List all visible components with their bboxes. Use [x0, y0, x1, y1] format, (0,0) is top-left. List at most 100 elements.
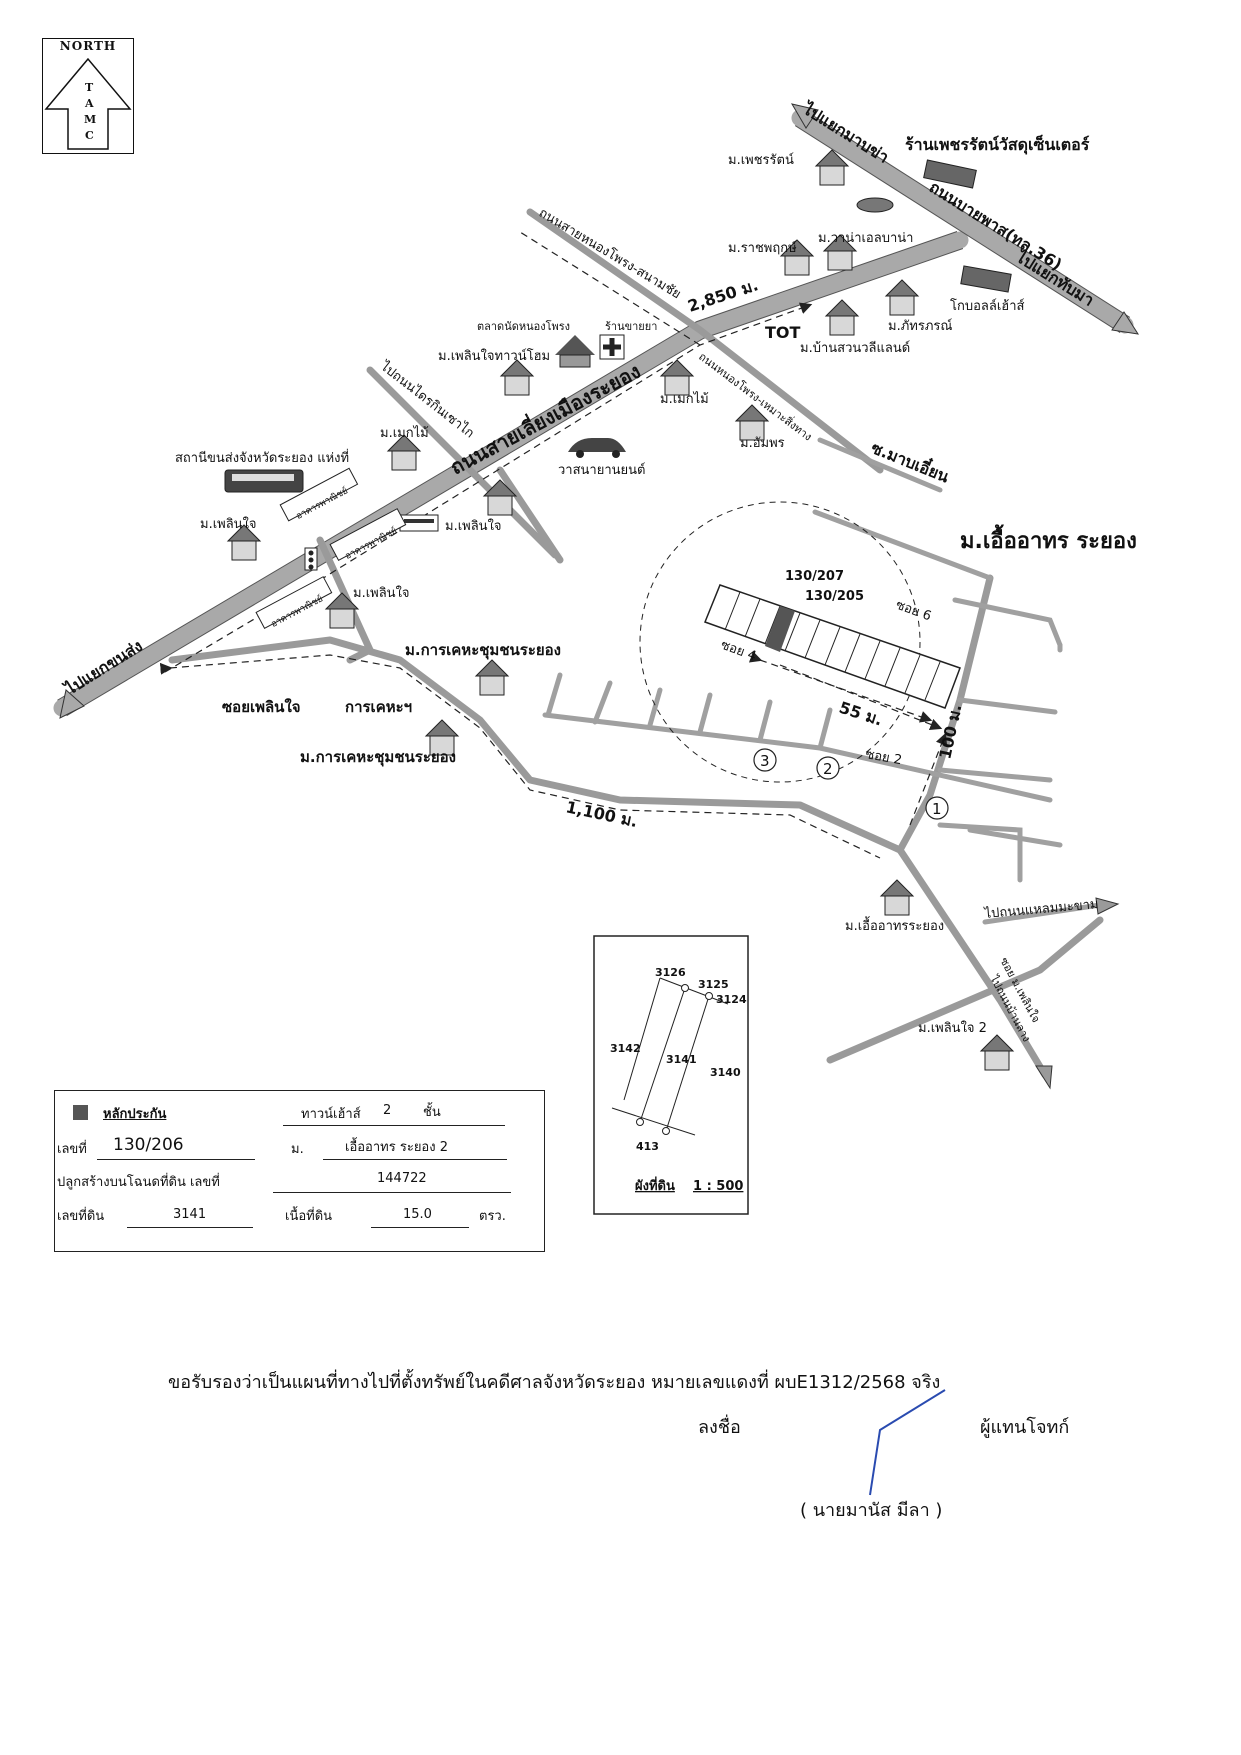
bus-icon [224, 469, 304, 493]
phet-ratt-shop-label: ร้านเพชรรัตน์วัสดุเซ็นเตอร์ [905, 133, 1090, 155]
north-title: NORTH [59, 39, 117, 53]
commercial-box [255, 576, 333, 629]
floors-unit: ชั้น [423, 1105, 441, 1120]
north-arrow-icon [44, 57, 132, 150]
parcel-3140: 3140 [710, 1066, 741, 1079]
market-icon [555, 335, 595, 368]
wasana-car-label: วาสนายานยนต์ [558, 462, 645, 478]
phan-phrong-road [366, 366, 559, 559]
collateral-swatch [73, 1105, 88, 1120]
property-radius [639, 501, 921, 783]
mek-mai-2-label: ม.เมกไม้ [380, 425, 429, 441]
house-icon [482, 479, 518, 516]
ring-arrow-sw-icon [59, 689, 85, 719]
market-label: ตลาดนัดหนองโพรง [477, 319, 570, 333]
north-letter-t: T [85, 81, 94, 94]
phet-ratt-village-label: ม.เพชรรัตน์ [728, 152, 794, 168]
house-icon [474, 659, 510, 696]
ban-lang-arrow-icon [1035, 1065, 1053, 1090]
house-no-label: เลขที่ [57, 1142, 87, 1157]
warehouse-icon [923, 159, 977, 189]
karn-kheha-short-label: การเคหะฯ [345, 698, 412, 716]
commercial-box [279, 467, 359, 522]
amphon-label: ม.อัมพร [740, 436, 785, 451]
house-icon [324, 592, 360, 629]
north-letter-m: M [84, 113, 97, 126]
signer-role: ผู้แทนโจทก์ [980, 1417, 1070, 1438]
eua-athon-bottom-label: ม.เอื้ออาทรระยอง [845, 916, 944, 934]
marker-2-label: 2 [823, 760, 833, 778]
house-icon [424, 719, 460, 756]
house-icon [884, 279, 920, 316]
floors: 2 [383, 1103, 392, 1118]
nong-phrong-road-upper-label: ถนนสายหนองโพรง-สนามชัย [536, 205, 684, 303]
marker-3: 3 [753, 748, 777, 772]
house-icon [979, 1034, 1015, 1071]
ratchaphruek-label: ม.ราชพฤกษ์ [728, 240, 797, 256]
house-no-value: 130/206 [113, 1135, 184, 1155]
parcel-413: 413 [636, 1140, 659, 1153]
ring-road-label: ถนนสายเลี่ยงเมืองระยอง [445, 356, 645, 479]
house-icon [734, 404, 770, 441]
area-unit: ตรว. [479, 1209, 506, 1224]
laem-ma-kham-arrow-icon [1095, 897, 1120, 915]
plot-130-205-label: 130/205 [805, 589, 864, 604]
marker-1: 1 [925, 796, 949, 820]
house-icon [226, 524, 262, 561]
house-icon [822, 234, 858, 271]
marker-2: 2 [816, 756, 840, 780]
land-no-label: เลขที่ดิน [57, 1209, 105, 1224]
north-letter-c: C [85, 129, 94, 142]
phloen-jai-a-label: ม.เพลินใจ [200, 516, 257, 532]
soi-phloen-jai-label: ซอยเพลินใจ [222, 698, 301, 716]
warehouse-icon [960, 265, 1012, 293]
roundabout-icon [856, 197, 894, 213]
marker-3-label: 3 [760, 752, 770, 770]
house-icon [824, 299, 860, 336]
sign-label: ลงชื่อ [698, 1417, 741, 1438]
bypass-arrow-nw-icon [790, 103, 819, 129]
phloen-jai-townhome-label: ม.เพลินใจทาวน์โฮม [438, 348, 550, 364]
vanna-elbana-label: ม.วาน่าเอลบาน่า [818, 231, 913, 246]
soi-6-label: ซอย 6 [894, 598, 934, 625]
deed-label: ปลูกสร้างบนโฉนดที่ดิน เลขที่ [57, 1175, 220, 1190]
plot-130-207-label: 130/207 [785, 569, 844, 584]
house-icon [879, 879, 915, 916]
north-indicator: NORTH T A M C [42, 38, 134, 154]
parcel-3142: 3142 [610, 1042, 641, 1055]
commercial-box [329, 508, 407, 561]
mek-mai-1-label: ม.เมกไม้ [660, 391, 709, 407]
to-laem-ma-kham-label: ไปถนนแหลมมะขาม [983, 896, 1099, 922]
certification-statement: ขอรับรองว่าเป็นแผนที่ทางไปที่ตั้งทรัพย์ใ… [168, 1372, 941, 1393]
building-type: ทาวน์เฮ้าส์ [301, 1107, 361, 1122]
bypass-arrow-se-icon [1111, 311, 1140, 335]
north-letter-a: A [85, 97, 94, 110]
phatraporn-label: ม.ภัทรภรณ์ [888, 318, 952, 334]
bus-station-label: สถานีขนส่งจังหวัดระยอง แห่งที่ [175, 449, 349, 466]
distance-100-label: 100 ม. [935, 703, 965, 761]
shop-sign-icon [399, 514, 439, 532]
route-soi [159, 654, 881, 859]
house-icon [779, 239, 815, 276]
house-icon [814, 149, 850, 186]
phloen-jai-2-label: ม.เพลินใจ 2 [918, 1020, 987, 1036]
phloen-jai-c-label: ม.เพลินใจ [353, 585, 410, 601]
village-value: เอื้ออาทร ระยอง 2 [345, 1140, 448, 1155]
house-icon [386, 434, 422, 471]
parcel-3124: 3124 [716, 993, 747, 1006]
parcel-3141: 3141 [666, 1053, 697, 1066]
area-label: เนื้อที่ดิน [285, 1209, 333, 1224]
deed-value: 144722 [377, 1171, 427, 1186]
karn-kheha-upper-label: ม.การเคหะชุมชนระยอง [405, 641, 561, 660]
house-icon [659, 359, 695, 396]
drugstore-label: ร้านขายยา [605, 320, 657, 333]
tot-label: TOT [765, 323, 801, 342]
soi-phloen-jai-road [168, 636, 1049, 1079]
parcel-3125: 3125 [698, 978, 729, 991]
ban-suan-land-label: ม.บ้านสวนวลีแลนด์ [800, 340, 910, 356]
pharmacy-cross-icon [599, 334, 625, 360]
phloen-jai-b-label: ม.เพลินใจ [445, 518, 502, 534]
soi-2-label: ซอย 2 [864, 747, 903, 768]
collateral-label: หลักประกัน [103, 1107, 167, 1122]
area-value: 15.0 [403, 1207, 432, 1222]
